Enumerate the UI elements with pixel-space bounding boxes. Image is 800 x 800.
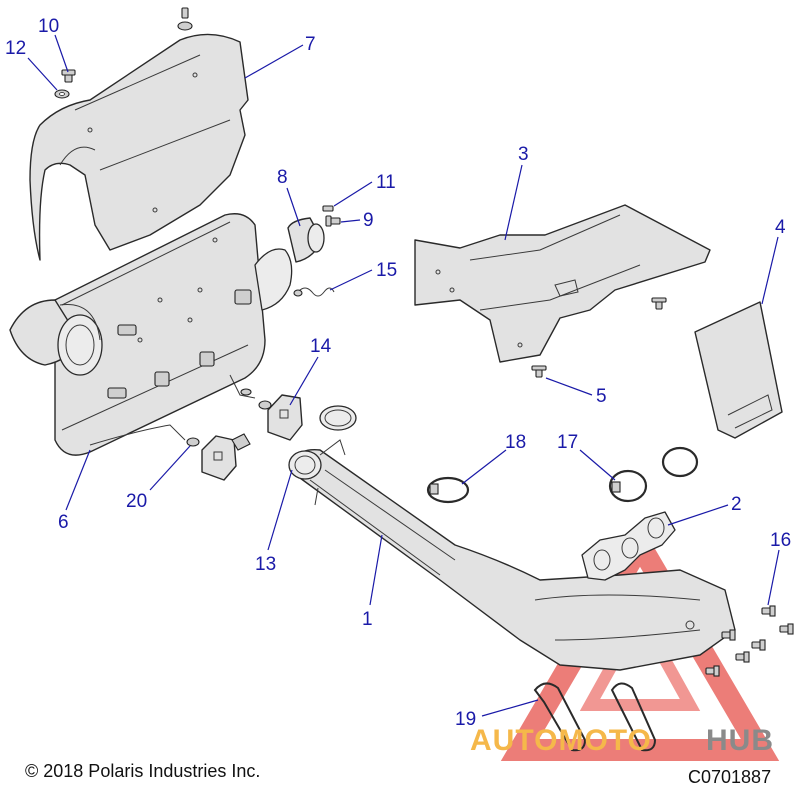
- leader-12: [27, 57, 58, 91]
- part-fastener-5: [531, 365, 547, 378]
- watermark-brand-hub: HUB: [706, 724, 774, 757]
- part-lower-heat-shield: [414, 204, 711, 363]
- leader-4: [761, 236, 779, 305]
- part-isolator-14: [267, 394, 303, 441]
- callout-9: 9: [363, 210, 374, 231]
- copyright-text: © 2018 Polaris Industries Inc.: [25, 761, 260, 781]
- leader-3: [504, 164, 523, 241]
- leader-13: [267, 469, 293, 551]
- callout-20: 20: [126, 491, 147, 512]
- part-fastener-shield: [651, 297, 667, 310]
- leader-5: [545, 377, 593, 396]
- part-washer-20: [186, 388, 272, 447]
- part-clamp-17: [608, 469, 648, 503]
- callout-13: 13: [255, 554, 276, 575]
- leader-lines: [27, 34, 780, 717]
- callout-14: 14: [310, 336, 332, 357]
- part-washer-12: [54, 89, 70, 99]
- callout-12: 12: [5, 38, 26, 59]
- leader-10: [54, 34, 69, 73]
- part-clamp-right: [661, 446, 699, 478]
- part-bolts-16: [705, 605, 794, 677]
- leader-16: [767, 549, 780, 606]
- part-gasket-2: [581, 511, 676, 581]
- part-bolt-20: [231, 433, 251, 451]
- part-clamp-top: [319, 405, 357, 431]
- leader-14: [289, 356, 319, 406]
- part-shield-plate-4: [694, 301, 783, 439]
- leader-1: [369, 534, 383, 606]
- leader-18: [461, 449, 507, 485]
- leader-20: [149, 445, 191, 491]
- watermark-text: AUTOMOTO HUB: [470, 724, 774, 757]
- watermark-brand-auto: AUTOMOTO: [470, 724, 652, 757]
- part-upper-heat-shield: [29, 33, 249, 261]
- leader-8: [286, 187, 301, 227]
- part-head-pipe: [288, 439, 736, 671]
- callout-1: 1: [362, 609, 373, 630]
- callout-15: 15: [376, 260, 397, 281]
- callout-11: 11: [376, 172, 396, 193]
- diagram-code: C0701887: [688, 767, 771, 787]
- part-bolt-9: [325, 215, 341, 227]
- part-muffler: [9, 213, 293, 456]
- leader-15: [329, 269, 373, 291]
- callout-3: 3: [518, 144, 529, 165]
- callout-6: 6: [58, 512, 69, 533]
- callout-7: 7: [305, 34, 316, 55]
- part-pin-11: [322, 205, 334, 212]
- callout-numbers: 1 2 3 4 5 6 7 8 9 10 11 12 13 14 15 16 1…: [5, 16, 791, 730]
- leader-2: [667, 504, 729, 526]
- part-spring-15: [293, 287, 335, 297]
- callout-18: 18: [505, 432, 526, 453]
- part-port-gasket-19b: [610, 682, 657, 752]
- leader-9: [340, 219, 361, 223]
- leader-19: [481, 699, 539, 717]
- callout-2: 2: [731, 494, 742, 515]
- callout-10: 10: [38, 16, 59, 37]
- leader-6: [65, 449, 91, 511]
- callout-19: 19: [455, 709, 476, 730]
- callout-16: 16: [770, 530, 791, 551]
- callout-17: 17: [557, 432, 578, 453]
- part-flange-8: [287, 217, 325, 263]
- callout-8: 8: [277, 167, 288, 188]
- leader-11: [333, 181, 373, 207]
- callout-4: 4: [775, 217, 786, 238]
- part-bolt-10: [61, 69, 76, 83]
- part-isolator-20: [201, 435, 237, 481]
- part-washer-top: [177, 7, 193, 31]
- callout-5: 5: [596, 386, 607, 407]
- part-port-gasket-19a: [533, 682, 587, 752]
- part-clamp-18: [426, 476, 470, 504]
- leader-17: [579, 449, 616, 481]
- leader-7: [244, 44, 304, 79]
